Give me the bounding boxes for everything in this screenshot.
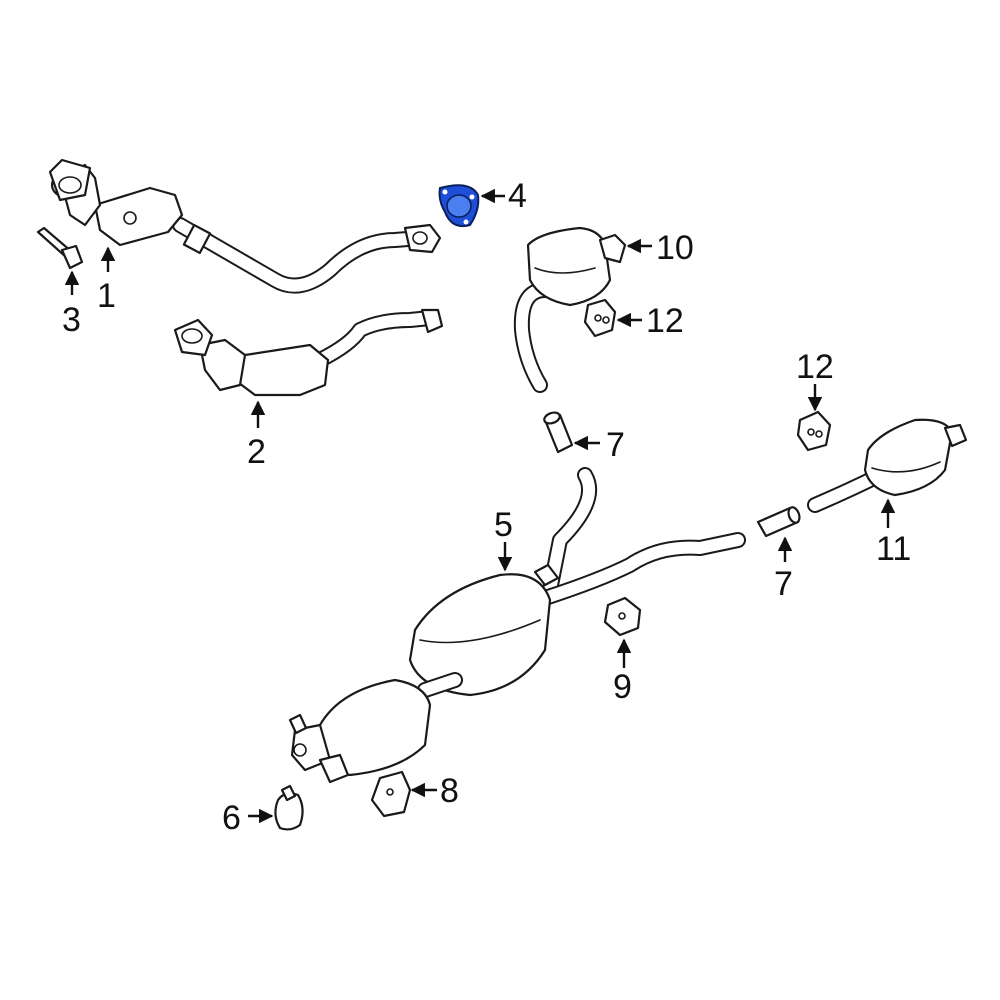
callout-4: 4 [508, 177, 527, 215]
leader-lines [64, 188, 896, 824]
part-3-bolt[interactable] [36, 226, 84, 270]
part-12-hanger-lower[interactable] [796, 410, 832, 452]
callout-8: 8 [440, 772, 459, 810]
part-5-center-muffler[interactable] [288, 467, 746, 784]
callout-2: 2 [247, 433, 266, 471]
callout-6: 6 [222, 799, 241, 837]
callout-12b: 12 [796, 348, 834, 386]
part-10-rear-muffler[interactable] [513, 226, 627, 393]
part-11-rear-muffler[interactable] [807, 418, 968, 513]
part-12-hanger-upper[interactable] [583, 298, 617, 338]
part-4-gasket[interactable] [438, 184, 480, 228]
callout-3: 3 [62, 301, 81, 339]
part-7-connector-lower[interactable] [756, 506, 801, 538]
callout-7b: 7 [774, 565, 793, 603]
part-7-connector-upper[interactable] [543, 411, 574, 454]
callout-7a: 7 [606, 426, 625, 464]
callout-9: 9 [613, 668, 632, 706]
callout-5: 5 [494, 506, 513, 544]
part-6-clamp[interactable] [274, 784, 304, 831]
part-8-bracket[interactable] [370, 770, 412, 818]
callout-1: 1 [97, 277, 116, 315]
callout-12a: 12 [646, 302, 684, 340]
part-1-catalytic-converter[interactable] [48, 158, 442, 294]
part-2-catalytic-converter[interactable] [173, 308, 444, 397]
callout-11: 11 [876, 530, 911, 568]
callout-labels: 1 2 3 4 5 6 7 7 8 9 10 11 12 12 [62, 177, 911, 837]
callout-10: 10 [656, 229, 694, 267]
part-9-bracket[interactable] [603, 596, 642, 637]
